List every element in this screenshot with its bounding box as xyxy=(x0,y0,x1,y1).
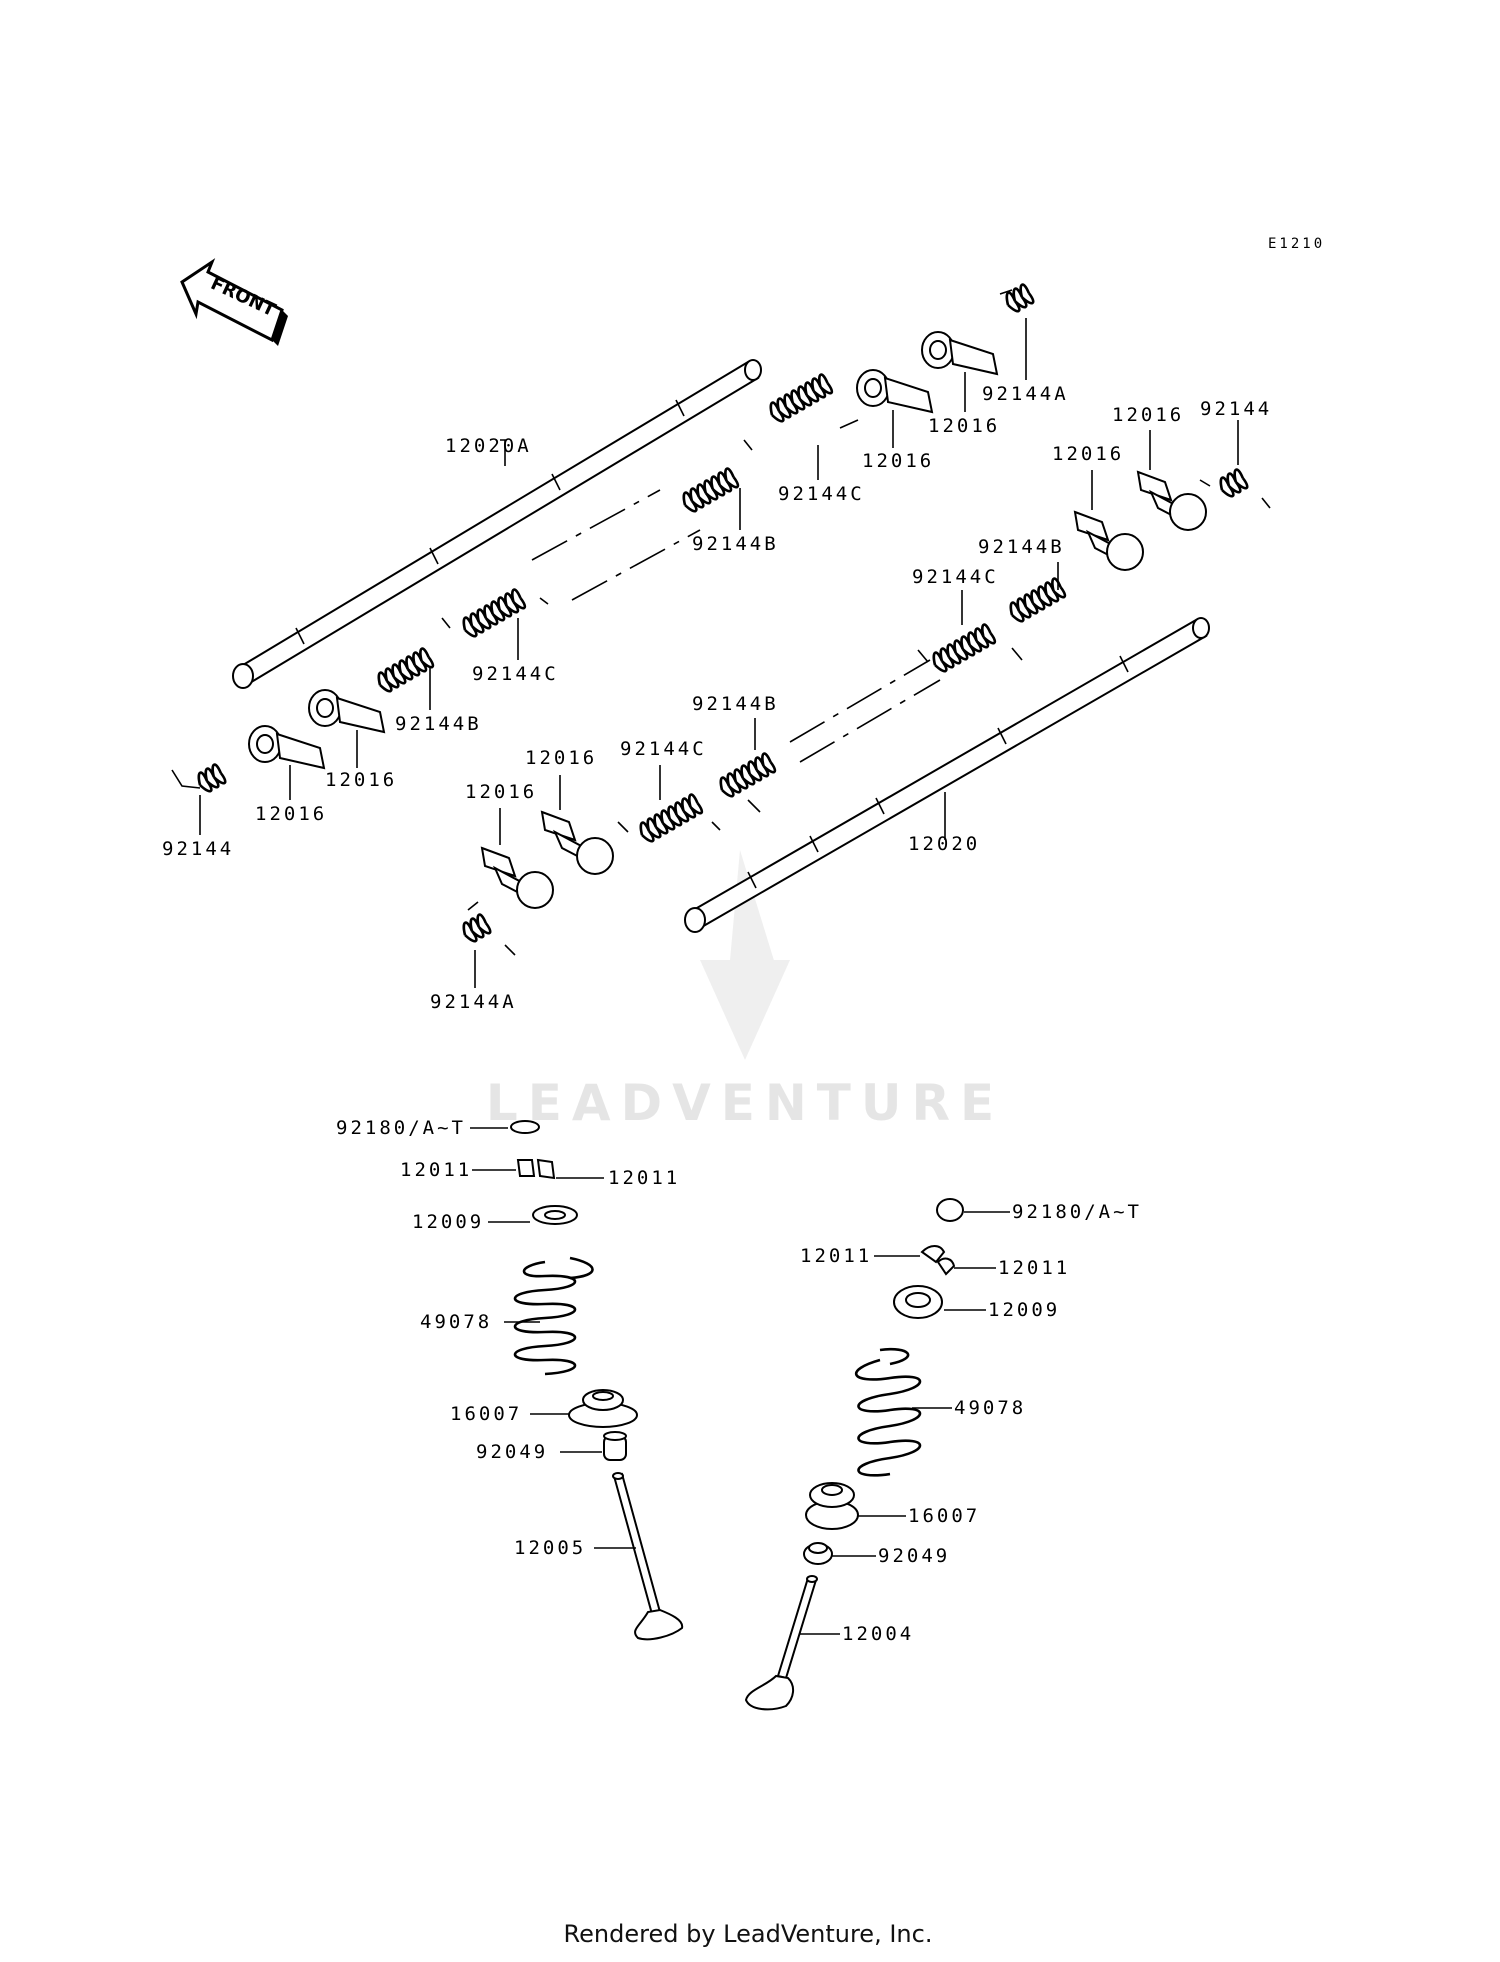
rocker-arm-3 xyxy=(248,725,326,770)
rocker-arm-1 xyxy=(856,369,934,414)
label-92144C-4: 92144C xyxy=(620,738,707,760)
valve-spring-right xyxy=(855,1347,922,1477)
label-12011-r1: 12011 xyxy=(800,1245,872,1267)
spring-92144b-3 xyxy=(1009,577,1067,623)
valve-spring-left xyxy=(513,1256,594,1376)
label-92049-left: 92049 xyxy=(476,1441,548,1463)
label-49078-left: 49078 xyxy=(420,1311,492,1333)
label-92144C-2: 92144C xyxy=(472,663,559,685)
label-92144A-2: 92144A xyxy=(430,991,517,1013)
cotter-right xyxy=(920,1245,956,1276)
seat-right xyxy=(805,1482,859,1530)
rocker-arm-6 xyxy=(1136,470,1207,531)
shim-left xyxy=(510,1120,540,1134)
retainer-left xyxy=(532,1205,578,1225)
label-12011-l1: 12011 xyxy=(400,1159,472,1181)
front-arrow-icon: FRONT xyxy=(180,258,288,346)
label-12016-5: 12016 xyxy=(1052,443,1124,465)
label-92180-left: 92180/A~T xyxy=(336,1117,466,1139)
label-12016-8: 12016 xyxy=(525,747,597,769)
rocker-arm-5 xyxy=(1073,510,1144,571)
label-12016-2: 12016 xyxy=(928,415,1000,437)
rocker-arm-4 xyxy=(308,689,386,734)
footer-credit: Rendered by LeadVenture, Inc. xyxy=(564,1920,933,1948)
label-12016-6: 12016 xyxy=(1112,404,1184,426)
rocker-shaft-upper xyxy=(232,359,762,689)
spring-92144b-2 xyxy=(377,647,435,693)
label-92144B-1: 92144B xyxy=(692,533,779,555)
label-12016-4: 12016 xyxy=(325,769,397,791)
seal-right xyxy=(803,1542,833,1565)
label-12016-1: 12016 xyxy=(862,450,934,472)
rocker-shaft-lower xyxy=(684,617,1210,933)
label-12005: 12005 xyxy=(514,1537,586,1559)
retainer-right xyxy=(893,1285,943,1319)
label-92144B-4: 92144B xyxy=(692,693,779,715)
label-16007-right: 16007 xyxy=(908,1505,980,1527)
valve-exhaust xyxy=(612,1472,684,1641)
label-92144A-1: 92144A xyxy=(982,383,1069,405)
rocker-arm-7 xyxy=(480,846,554,909)
spring-92144c-4 xyxy=(639,793,704,843)
label-49078-right: 49078 xyxy=(954,1397,1026,1419)
label-92049-right: 92049 xyxy=(878,1545,950,1567)
spring-92144a-2 xyxy=(462,913,492,943)
diagram-code: E1210 xyxy=(1268,236,1325,252)
rocker-arm-2 xyxy=(921,331,999,376)
shim-right xyxy=(936,1198,964,1222)
label-12020A: 12020A xyxy=(445,435,532,457)
leadventure-watermark: LEADVENTURE xyxy=(486,850,1004,1132)
spring-92144-2 xyxy=(1219,468,1249,498)
label-12009-right: 12009 xyxy=(988,1299,1060,1321)
watermark-text: LEADVENTURE xyxy=(486,1074,1004,1132)
label-12016-7: 12016 xyxy=(465,781,537,803)
label-16007-left: 16007 xyxy=(450,1403,522,1425)
seat-left xyxy=(568,1389,638,1428)
spring-92144c-2 xyxy=(462,588,527,638)
spring-92144b-4 xyxy=(719,752,777,798)
label-92180-right: 92180/A~T xyxy=(1012,1201,1142,1223)
label-12011-l2: 12011 xyxy=(608,1167,680,1189)
spring-92144c-3 xyxy=(932,623,997,673)
label-92144B-2: 92144B xyxy=(395,713,482,735)
cotter-left xyxy=(516,1158,556,1180)
rocker-arm-8 xyxy=(540,810,614,875)
spring-92144b-1 xyxy=(682,467,740,513)
label-92144-2: 92144 xyxy=(1200,398,1272,420)
label-92144-1: 92144 xyxy=(162,838,234,860)
label-12016-3: 12016 xyxy=(255,803,327,825)
label-92144C-3: 92144C xyxy=(912,566,999,588)
spring-92144-1 xyxy=(197,763,227,793)
spring-92144a-1 xyxy=(1005,283,1035,313)
label-12009-left: 12009 xyxy=(412,1211,484,1233)
label-12004: 12004 xyxy=(842,1623,914,1645)
spring-92144c-1 xyxy=(769,373,834,423)
label-92144C-1: 92144C xyxy=(778,483,865,505)
seal-left xyxy=(603,1431,627,1461)
label-92144B-3: 92144B xyxy=(978,536,1065,558)
label-12020: 12020 xyxy=(908,833,980,855)
valve-intake xyxy=(744,1575,818,1711)
label-12011-r2: 12011 xyxy=(998,1257,1070,1279)
